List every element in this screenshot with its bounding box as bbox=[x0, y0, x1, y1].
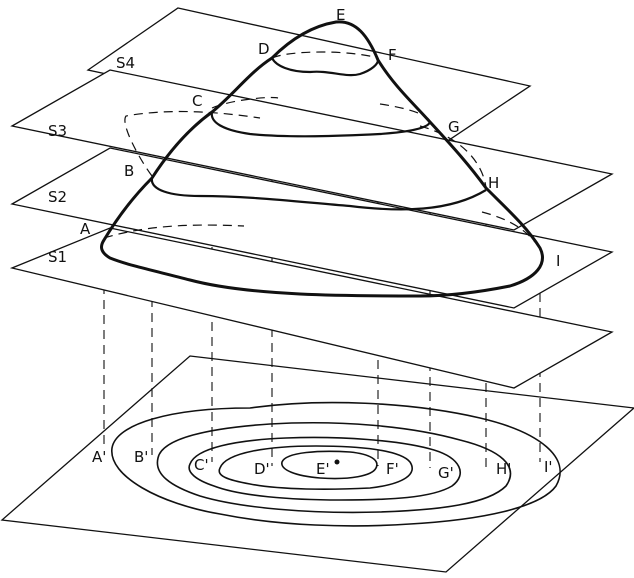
point-label-d: D bbox=[258, 40, 270, 58]
point-label-h: H bbox=[488, 174, 499, 192]
point-label-e: E bbox=[336, 6, 345, 24]
contour-s3 bbox=[188, 436, 462, 501]
projected-label-h: H' bbox=[496, 460, 511, 478]
contour-s2 bbox=[156, 421, 512, 514]
point-label-f: F bbox=[388, 46, 397, 64]
summit-projection-dot bbox=[334, 459, 340, 465]
plane-label-s3: S3 bbox=[48, 122, 67, 140]
hidden-edge-s2 bbox=[124, 110, 487, 189]
projected-label-i: I' bbox=[544, 458, 553, 476]
projected-label-e: E' bbox=[316, 460, 330, 478]
projected-label-a: A' bbox=[92, 448, 106, 466]
contour-s1 bbox=[111, 401, 561, 527]
contour-summit bbox=[281, 450, 378, 480]
projected-label-g: G' bbox=[438, 464, 454, 482]
hidden-edge-s4 bbox=[271, 51, 379, 59]
point-label-g: G bbox=[448, 118, 460, 136]
contour-s4 bbox=[218, 445, 413, 490]
point-label-i: I bbox=[556, 252, 560, 270]
contour-map bbox=[111, 401, 561, 527]
plane-label-s1: S1 bbox=[48, 248, 67, 266]
point-labels: A B C D E F G H I bbox=[80, 6, 560, 270]
point-label-c: C bbox=[192, 92, 202, 110]
section-curve-s2 bbox=[150, 177, 487, 211]
plane-labels: S4 S3 S2 S1 bbox=[48, 54, 135, 266]
point-label-a: A bbox=[80, 220, 91, 238]
plane-label-s4: S4 bbox=[116, 54, 135, 72]
projected-label-d: D' bbox=[254, 460, 270, 478]
section-curve-s3 bbox=[210, 111, 432, 138]
plane-s2 bbox=[10, 147, 614, 309]
plane-s1 bbox=[9, 227, 614, 389]
section-planes bbox=[9, 7, 614, 389]
point-label-b: B bbox=[124, 162, 134, 180]
hill-solid bbox=[100, 20, 544, 298]
projected-label-f: F' bbox=[386, 460, 399, 478]
projected-label-b: B' bbox=[134, 448, 148, 466]
plane-label-s2: S2 bbox=[48, 188, 67, 206]
projected-label-c: C' bbox=[194, 456, 209, 474]
hill-outline bbox=[100, 20, 544, 298]
section-curve-s4 bbox=[271, 57, 380, 77]
projected-point-labels: A' B' C' D' E' F' G' H' I' bbox=[92, 448, 553, 482]
